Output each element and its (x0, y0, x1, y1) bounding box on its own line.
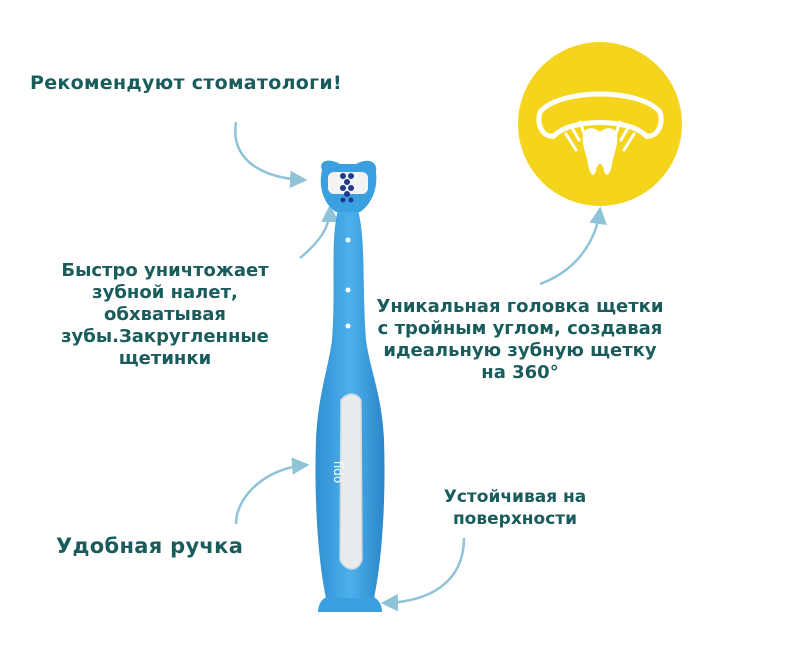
handle-label: Удобная ручка (56, 534, 244, 558)
tooth-icon (582, 128, 618, 175)
arrow-icon (234, 457, 310, 525)
toothbrush: fido (315, 160, 385, 612)
center-bristles (340, 173, 354, 203)
stable-label: Устойчивая на поверхности (443, 487, 587, 529)
tooth-in-circle-icon (518, 42, 682, 206)
arrow-icon (380, 537, 466, 612)
neck-dot (345, 287, 351, 293)
arrow-icon (539, 206, 607, 286)
grip-insert (339, 393, 363, 570)
head-label: Уникальная головка щетки с тройным углом… (376, 296, 664, 383)
arrow-icon (234, 121, 308, 189)
brush-head-outline (536, 91, 664, 139)
neck-dot (345, 323, 351, 329)
recommend-label: Рекомендуют стоматологи! (30, 72, 342, 94)
neck-dot (345, 237, 351, 243)
arrows (234, 121, 607, 612)
plaque-label: Быстро уничтожает зубной налет, обхватыв… (61, 260, 269, 369)
brand-logo: fido (331, 461, 345, 484)
arrow-icon (299, 204, 339, 259)
